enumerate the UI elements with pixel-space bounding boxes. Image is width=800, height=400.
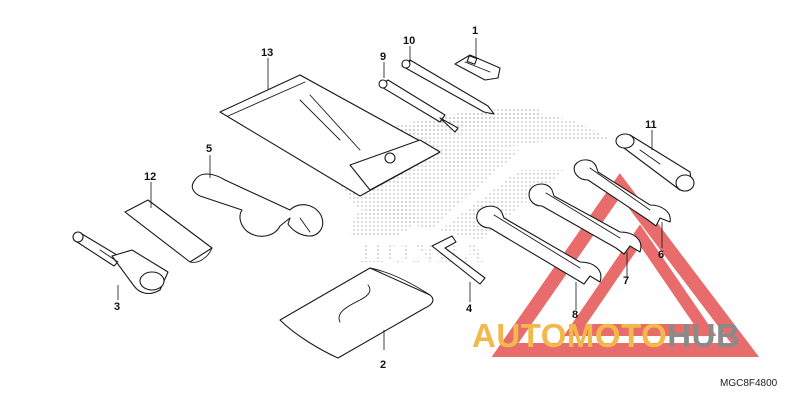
- callout-6: 6: [658, 249, 664, 261]
- spark-plug-wrench: [72, 231, 169, 295]
- open-end-wrench-7: [528, 183, 642, 255]
- callout-13: 13: [261, 47, 273, 59]
- callout-9: 9: [380, 51, 386, 63]
- callout-5: 5: [206, 143, 212, 155]
- callout-12: 12: [144, 171, 156, 183]
- diagram-code: MGC8F4800: [720, 378, 778, 389]
- callout-3: 3: [114, 301, 120, 313]
- pin-spanner: [191, 173, 324, 237]
- watermark-moto: MOTO: [566, 317, 668, 354]
- document-pouch: [279, 267, 434, 359]
- callout-11: 11: [645, 119, 657, 131]
- callout-labels: 1 2 3 4 5 6 7 8 9 10 11 12 13: [114, 25, 664, 371]
- open-end-wrench-8: [476, 205, 602, 285]
- callout-4: 4: [466, 303, 473, 315]
- hex-key: [431, 235, 486, 285]
- leader-lines: [117, 38, 663, 350]
- rubber-band: [124, 199, 213, 263]
- fuse-puller: [454, 54, 501, 81]
- callout-8: 8: [572, 309, 578, 321]
- callout-7: 7: [623, 275, 629, 287]
- honda-logo-text: HONDA: [360, 236, 487, 269]
- watermark-auto: AUTO: [472, 317, 567, 354]
- callout-2: 2: [380, 359, 386, 371]
- callout-1: 1: [472, 25, 478, 37]
- callout-10: 10: [403, 35, 415, 47]
- socket-handle: [615, 133, 695, 192]
- watermark-hub: HUB: [667, 317, 741, 354]
- screwdriver-handle: [378, 79, 459, 133]
- tool-bag: [219, 74, 441, 197]
- screwdriver-shaft: [401, 59, 495, 115]
- open-end-wrench-6: [573, 159, 671, 227]
- watermark-label: AUTOMOTOHUB: [472, 317, 740, 362]
